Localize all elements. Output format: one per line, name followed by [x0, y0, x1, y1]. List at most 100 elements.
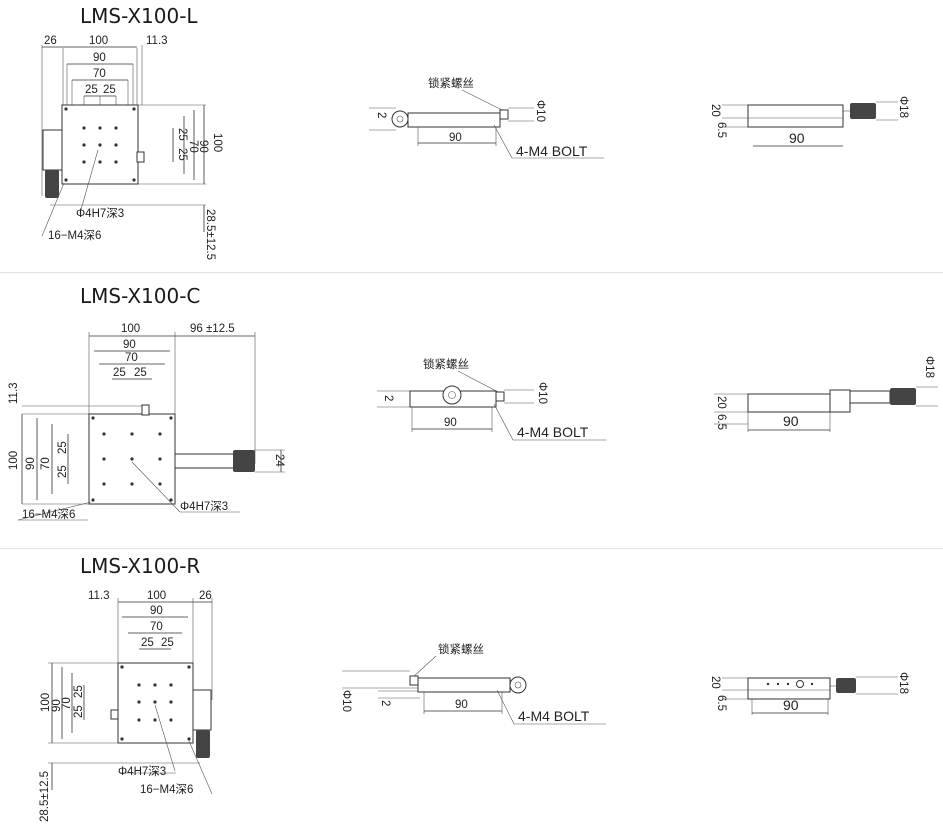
micrometer-knob	[196, 730, 210, 758]
dim-dia10: Φ10	[340, 690, 352, 712]
dim-v24: 24	[273, 454, 285, 467]
lock-screw	[141, 404, 150, 416]
drawing-r: 11.3 100 26 90 70 25 25 100	[39, 590, 909, 822]
dim-h20: 20	[709, 104, 721, 117]
bolt-note: 4-M4 BOLT	[517, 424, 589, 440]
tap-hole-note: 16−M4深6	[22, 507, 75, 521]
front-view: 锁紧螺丝 2 Φ10 90 4-M4 BOLT	[369, 76, 604, 159]
dim-90: 90	[150, 605, 163, 617]
dim-v70: 70	[40, 457, 52, 470]
dim-h6-5: 6.5	[715, 122, 727, 138]
dim-v70: 70	[61, 697, 73, 710]
dim-v25a: 25	[176, 128, 188, 141]
dim-v25a: 25	[73, 685, 85, 698]
dim-side-90: 90	[783, 413, 799, 429]
dim-v25b: 25	[73, 705, 85, 718]
dim-v25a: 25	[57, 441, 69, 454]
dim-2: 2	[379, 700, 391, 706]
pin-hole-note: Φ4H7深3	[76, 206, 124, 220]
tap-hole-note: 16−M4深6	[48, 228, 101, 242]
bolt-note: 4-M4 BOLT	[516, 143, 588, 159]
dim-front-90: 90	[449, 132, 462, 144]
side-knob	[890, 388, 916, 405]
dim-h6-5: 6.5	[715, 695, 727, 711]
dim-travel: 28.5±12.5	[39, 771, 51, 822]
side-knob	[836, 678, 856, 693]
dim-25a: 25	[141, 637, 154, 649]
dim-dia18: Φ18	[923, 356, 935, 378]
separator	[0, 548, 943, 549]
dim-front-90: 90	[444, 417, 457, 429]
dim-25a: 25	[113, 367, 126, 379]
dim-h20: 20	[715, 396, 727, 409]
panel-lms-x100-r: LMS-X100-R 11.3 100 26 90 70 25 25	[0, 550, 943, 824]
lock-screw-label: 锁紧螺丝	[438, 642, 484, 656]
dim-90: 90	[93, 52, 106, 64]
dim-v100: 100	[211, 133, 223, 152]
dim-dia18: Φ18	[897, 96, 909, 118]
micrometer-knob	[45, 170, 59, 198]
dim-11-3: 11.3	[88, 590, 110, 602]
dim-2: 2	[375, 112, 387, 118]
top-view: 26 100 11.3 90 70 25 25	[41, 35, 223, 260]
lock-screw-label: 锁紧螺丝	[428, 76, 474, 90]
dim-v70: 70	[187, 140, 199, 153]
dim-11-3: 11.3	[146, 35, 168, 47]
dim-travel: 28.5±12.5	[204, 209, 216, 260]
dim-25b: 25	[103, 84, 116, 96]
micrometer-housing	[42, 129, 63, 171]
dim-25a: 25	[85, 84, 98, 96]
model-title: LMS-X100-L	[80, 4, 198, 28]
drawing-l: 26 100 11.3 90 70 25 25	[41, 35, 909, 260]
pin-hole-note: Φ4H7深3	[180, 499, 228, 513]
separator	[0, 272, 943, 273]
side-view: 20 6.5 Φ18 90	[709, 672, 909, 715]
model-title: LMS-X100-C	[80, 284, 201, 308]
dim-h20: 20	[709, 676, 721, 689]
panel-lms-x100-l: LMS-X100-L 26 100 11.3 90 70 25 25	[0, 0, 943, 272]
dim-25b: 25	[161, 637, 174, 649]
dim-dia10: Φ10	[534, 100, 546, 122]
dim-travel: 96 ±12.5	[190, 323, 235, 335]
dim-v100: 100	[40, 693, 52, 712]
dim-side-90: 90	[789, 130, 805, 146]
lock-screw-label: 锁紧螺丝	[423, 357, 469, 371]
top-view: 100 96 ±12.5 90 70 25 25 11.3	[8, 323, 285, 521]
side-knob	[850, 103, 876, 119]
dim-v90: 90	[51, 699, 63, 712]
dim-26: 26	[44, 35, 57, 47]
side-view: 20 6.5 Φ18 90	[709, 96, 909, 147]
dim-70: 70	[93, 68, 106, 80]
dim-side-90: 90	[783, 697, 799, 713]
lock-screw	[136, 151, 145, 163]
dim-v100: 100	[8, 451, 20, 470]
micrometer-housing	[174, 453, 236, 469]
dim-v11-3: 11.3	[8, 382, 20, 404]
top-view: 11.3 100 26 90 70 25 25 100	[39, 590, 213, 822]
dim-v25b: 25	[176, 148, 188, 161]
drawing-c: 100 96 ±12.5 90 70 25 25 11.3	[8, 323, 938, 521]
bolt-note: 4-M4 BOLT	[518, 708, 590, 724]
dim-100: 100	[147, 590, 166, 602]
dim-100: 100	[121, 323, 140, 335]
dim-v90: 90	[197, 140, 209, 153]
dim-v25b: 25	[57, 465, 69, 478]
dim-2: 2	[382, 395, 394, 401]
front-view: 锁紧螺丝 Φ10 2 90 4-M4 BOLT	[340, 642, 606, 725]
side-view: 20 6.5 Φ18 90	[714, 356, 938, 432]
tap-hole-note: 16−M4深6	[140, 782, 193, 796]
lock-screw	[110, 709, 119, 720]
dim-25b: 25	[134, 367, 147, 379]
micrometer-housing	[192, 689, 212, 731]
model-title: LMS-X100-R	[80, 554, 201, 578]
dim-dia10: Φ10	[536, 382, 548, 404]
micrometer-knob	[233, 450, 255, 472]
dim-h6-5: 6.5	[715, 414, 727, 430]
dim-dia18: Φ18	[897, 672, 909, 694]
dim-90: 90	[123, 339, 136, 351]
dim-70: 70	[125, 352, 138, 364]
dim-100: 100	[89, 35, 108, 47]
dim-v90: 90	[25, 457, 37, 470]
dim-front-90: 90	[455, 699, 468, 711]
dim-26: 26	[199, 590, 212, 602]
